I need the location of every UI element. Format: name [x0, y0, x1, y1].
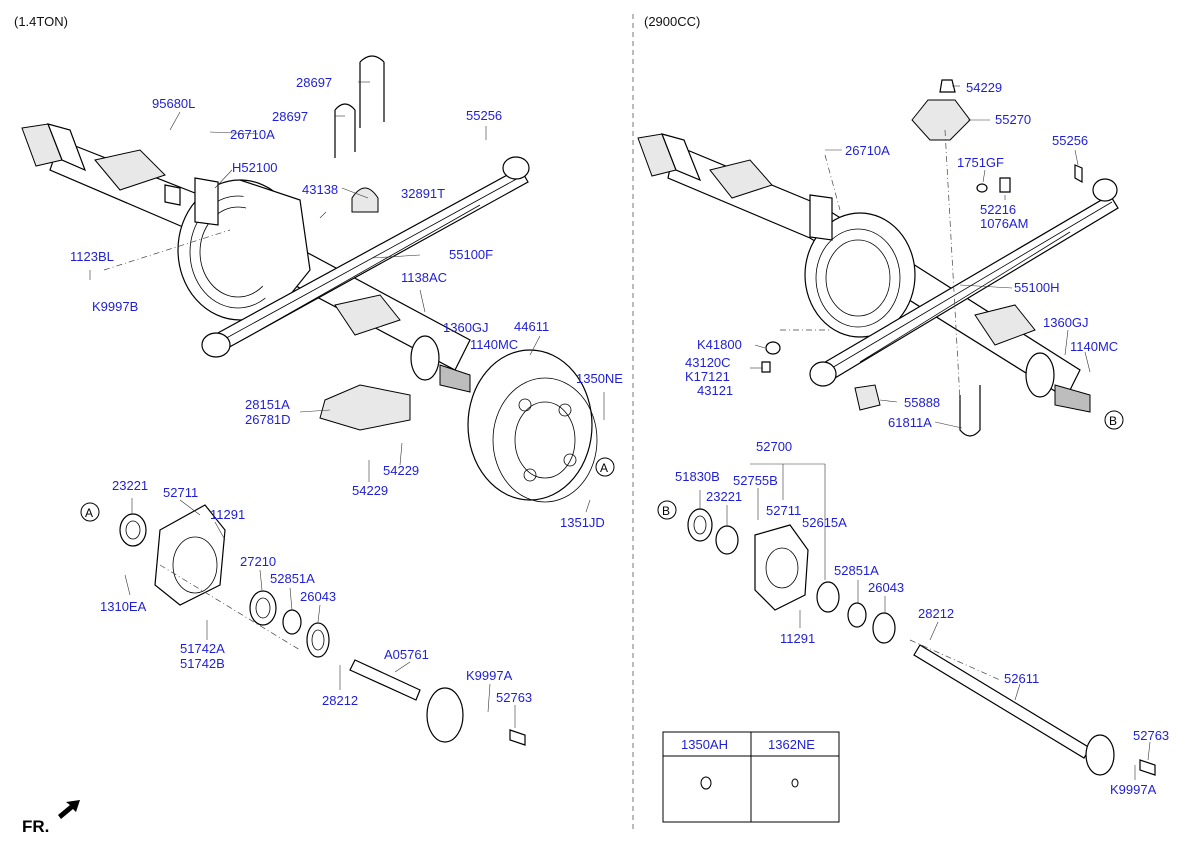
label-32891T: 32891T [401, 186, 445, 201]
svg-text:A: A [85, 506, 93, 520]
label-K9997B: K9997B [92, 299, 138, 314]
label-1351JD: 1351JD [560, 515, 605, 530]
label-r-K41800: K41800 [697, 337, 742, 352]
label-28212: 28212 [322, 693, 358, 708]
label-1138AC: 1138AC [401, 270, 447, 285]
svg-text:B: B [1109, 414, 1117, 428]
label-51742B: 51742B [180, 656, 225, 671]
label-28697-a: 28697 [296, 75, 332, 90]
label-r-K9997A: K9997A [1110, 782, 1157, 797]
label-r-52216: 52216 [980, 202, 1016, 217]
label-1350NE: 1350NE [576, 371, 623, 386]
right-lower-parts [761, 341, 981, 437]
label-28697-b: 28697 [272, 109, 308, 124]
label-r-52615A: 52615A [802, 515, 847, 530]
label-52851A: 52851A [270, 571, 315, 586]
left-leaf-spring [201, 156, 530, 358]
label-26710A: 26710A [230, 127, 275, 142]
label-1360GJ: 1360GJ [443, 320, 489, 335]
left-section-header: (1.4TON) [14, 14, 68, 29]
label-r-43120C: 43120C [685, 355, 731, 370]
label-r-26043: 26043 [868, 580, 904, 595]
left-u-bolts [334, 55, 385, 158]
svg-text:A: A [600, 461, 608, 475]
label-r-43121: 43121 [697, 383, 733, 398]
label-r-52700: 52700 [756, 439, 792, 454]
legend-col1-header: 1350AH [681, 737, 728, 752]
label-r-K17121: K17121 [685, 369, 730, 384]
circle-marker-a-2: A [80, 502, 100, 522]
right-section-header: (2900CC) [644, 14, 700, 29]
front-direction-label: FR. [22, 817, 49, 836]
label-K9997A: K9997A [466, 668, 513, 683]
circle-marker-b-2: B [657, 500, 677, 520]
label-r-55270: 55270 [995, 112, 1031, 127]
label-r-23221: 23221 [706, 489, 742, 504]
right-hub-assembly [687, 508, 1156, 776]
legend-col2-ring [791, 778, 799, 788]
right-top-parts [911, 79, 1083, 193]
label-r-26710A: 26710A [845, 143, 890, 158]
label-11291: 11291 [210, 507, 245, 522]
label-52763: 52763 [496, 690, 532, 705]
label-26781D: 26781D [245, 412, 291, 427]
label-28151A: 28151A [245, 397, 290, 412]
label-51742A: 51742A [180, 641, 225, 656]
front-arrow-icon [58, 800, 80, 819]
label-r-1140MC: 1140MC [1070, 339, 1118, 354]
circle-marker-b-1: B [1104, 410, 1124, 430]
label-r-54229: 54229 [966, 80, 1002, 95]
left-brake-drum [467, 349, 598, 503]
label-1140MC: 1140MC [470, 337, 518, 352]
label-A05761: A05761 [384, 647, 429, 662]
legend-table: 1350AH 1362NE [662, 731, 840, 823]
label-H52100: H52100 [232, 160, 278, 175]
label-44611: 44611 [514, 319, 549, 334]
label-r-52755B: 52755B [733, 473, 778, 488]
label-r-52763: 52763 [1133, 728, 1169, 743]
left-hub-assembly [119, 504, 526, 746]
label-r-55100H: 55100H [1014, 280, 1060, 295]
label-r-1360GJ: 1360GJ [1043, 315, 1089, 330]
label-1123BL: 1123BL [70, 249, 114, 264]
label-r-55888: 55888 [904, 395, 940, 410]
left-bump-stop [351, 187, 379, 213]
legend-col2-header: 1362NE [768, 737, 815, 752]
label-52711: 52711 [163, 485, 198, 500]
circle-marker-a-1: A [595, 457, 615, 477]
label-54229-a: 54229 [383, 463, 419, 478]
label-r-52611: 52611 [1004, 671, 1039, 686]
label-55100F: 55100F [449, 247, 493, 262]
left-leader-lines [89, 81, 605, 728]
label-r-11291: 11291 [780, 631, 815, 646]
label-23221: 23221 [112, 478, 148, 493]
right-leaf-spring [809, 178, 1119, 387]
label-27210: 27210 [240, 554, 276, 569]
legend-col1-ring [700, 776, 712, 790]
left-part-labels: 95680L 26710A 28697 28697 55256 H52100 4… [70, 75, 623, 708]
left-axle-housing [21, 123, 471, 393]
label-43138: 43138 [302, 182, 338, 197]
label-1310EA: 1310EA [100, 599, 147, 614]
svg-text:B: B [662, 504, 670, 518]
label-95680L: 95680L [152, 96, 195, 111]
label-55256: 55256 [466, 108, 502, 123]
label-r-55256: 55256 [1052, 133, 1088, 148]
right-leader-lines [699, 85, 1151, 780]
right-axle-housing [637, 133, 1091, 413]
label-54229-b: 54229 [352, 483, 388, 498]
label-r-51830B: 51830B [675, 469, 720, 484]
right-part-labels: 54229 55270 26710A 55256 1751GF 52216 10… [675, 80, 1169, 797]
label-r-61811A: 61811A [888, 415, 932, 430]
label-r-52711: 52711 [766, 503, 801, 518]
label-r-28212: 28212 [918, 606, 954, 621]
label-r-52851A: 52851A [834, 563, 879, 578]
label-r-1751GF: 1751GF [957, 155, 1004, 170]
label-r-1076AM: 1076AM [980, 216, 1028, 231]
label-26043: 26043 [300, 589, 336, 604]
left-spring-plate [319, 384, 411, 431]
